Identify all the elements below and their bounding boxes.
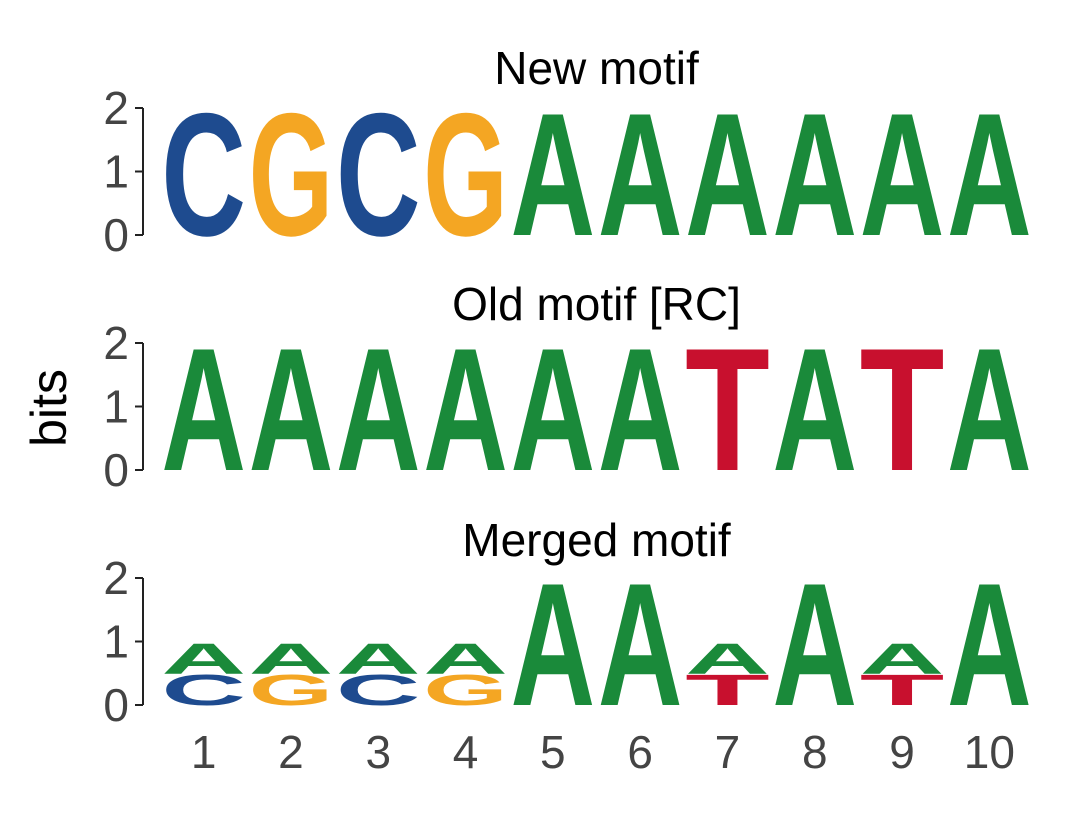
y-tick-label: 0 — [103, 679, 129, 731]
logo-letter-a: A — [772, 311, 857, 507]
logo-letter-a: A — [598, 311, 683, 507]
logo-letter-a: A — [511, 76, 596, 272]
logo-letter-a: A — [685, 634, 770, 683]
logo-letter-a: A — [860, 76, 945, 272]
logo-letter-t: T — [860, 665, 945, 714]
logo-letter-a: A — [860, 634, 945, 683]
logo-letter-a: A — [772, 76, 857, 272]
logo-letter-a: A — [336, 311, 421, 507]
logo-letter-a: A — [161, 634, 246, 683]
logo-letter-a: A — [598, 546, 683, 742]
panel-title: New motif — [494, 42, 699, 94]
x-tick-label: 8 — [802, 726, 828, 778]
y-tick-label: 2 — [103, 82, 129, 134]
x-tick-label: 5 — [540, 726, 566, 778]
logo-letter-c: C — [336, 76, 421, 272]
logo-letter-c: C — [161, 665, 246, 714]
y-tick-label: 1 — [103, 381, 129, 433]
logo-letter-g: G — [423, 76, 508, 272]
logo-letter-t: T — [685, 665, 770, 714]
logo-letter-a: A — [423, 634, 508, 683]
logo-letter-a: A — [511, 546, 596, 742]
y-tick-label: 1 — [103, 616, 129, 668]
logo-letter-a: A — [947, 546, 1032, 742]
logo-letter-a: A — [598, 76, 683, 272]
x-tick-label: 7 — [715, 726, 741, 778]
logo-letter-t: T — [685, 313, 770, 508]
logo-letter-a: A — [161, 311, 246, 507]
logo-letter-a: A — [336, 634, 421, 683]
logo-letter-a: A — [685, 76, 770, 272]
x-tick-label: 2 — [278, 726, 304, 778]
x-tick-label: 9 — [889, 726, 915, 778]
logo-letter-t: T — [860, 313, 945, 508]
x-tick-label: 1 — [191, 726, 217, 778]
logo-letter-g: G — [423, 665, 508, 714]
y-axis-title: bits — [21, 369, 77, 447]
logo-letter-g: G — [249, 665, 334, 714]
y-tick-label: 2 — [103, 552, 129, 604]
panel-title: Merged motif — [462, 514, 731, 566]
logo-letter-a: A — [947, 76, 1032, 272]
logo-letter-a: A — [249, 634, 334, 683]
logo-letter-c: C — [336, 665, 421, 714]
x-tick-label: 3 — [365, 726, 391, 778]
y-tick-label: 1 — [103, 146, 129, 198]
logo-letter-g: G — [249, 76, 334, 272]
x-tick-label: 4 — [453, 726, 479, 778]
logo-letter-a: A — [511, 311, 596, 507]
logo-letter-a: A — [423, 311, 508, 507]
logo-letter-c: C — [161, 76, 246, 272]
logo-letter-a: A — [947, 311, 1032, 507]
y-tick-label: 0 — [103, 444, 129, 496]
x-tick-label: 10 — [964, 726, 1015, 778]
y-tick-label: 0 — [103, 209, 129, 261]
y-tick-label: 2 — [103, 317, 129, 369]
x-tick-label: 6 — [627, 726, 653, 778]
logo-letter-a: A — [772, 546, 857, 742]
x-axis: 1 2 3 4 5 6 7 8 9 10 — [191, 726, 1015, 778]
logo-letter-a: A — [249, 311, 334, 507]
panel-title: Old motif [RC] — [452, 278, 741, 330]
